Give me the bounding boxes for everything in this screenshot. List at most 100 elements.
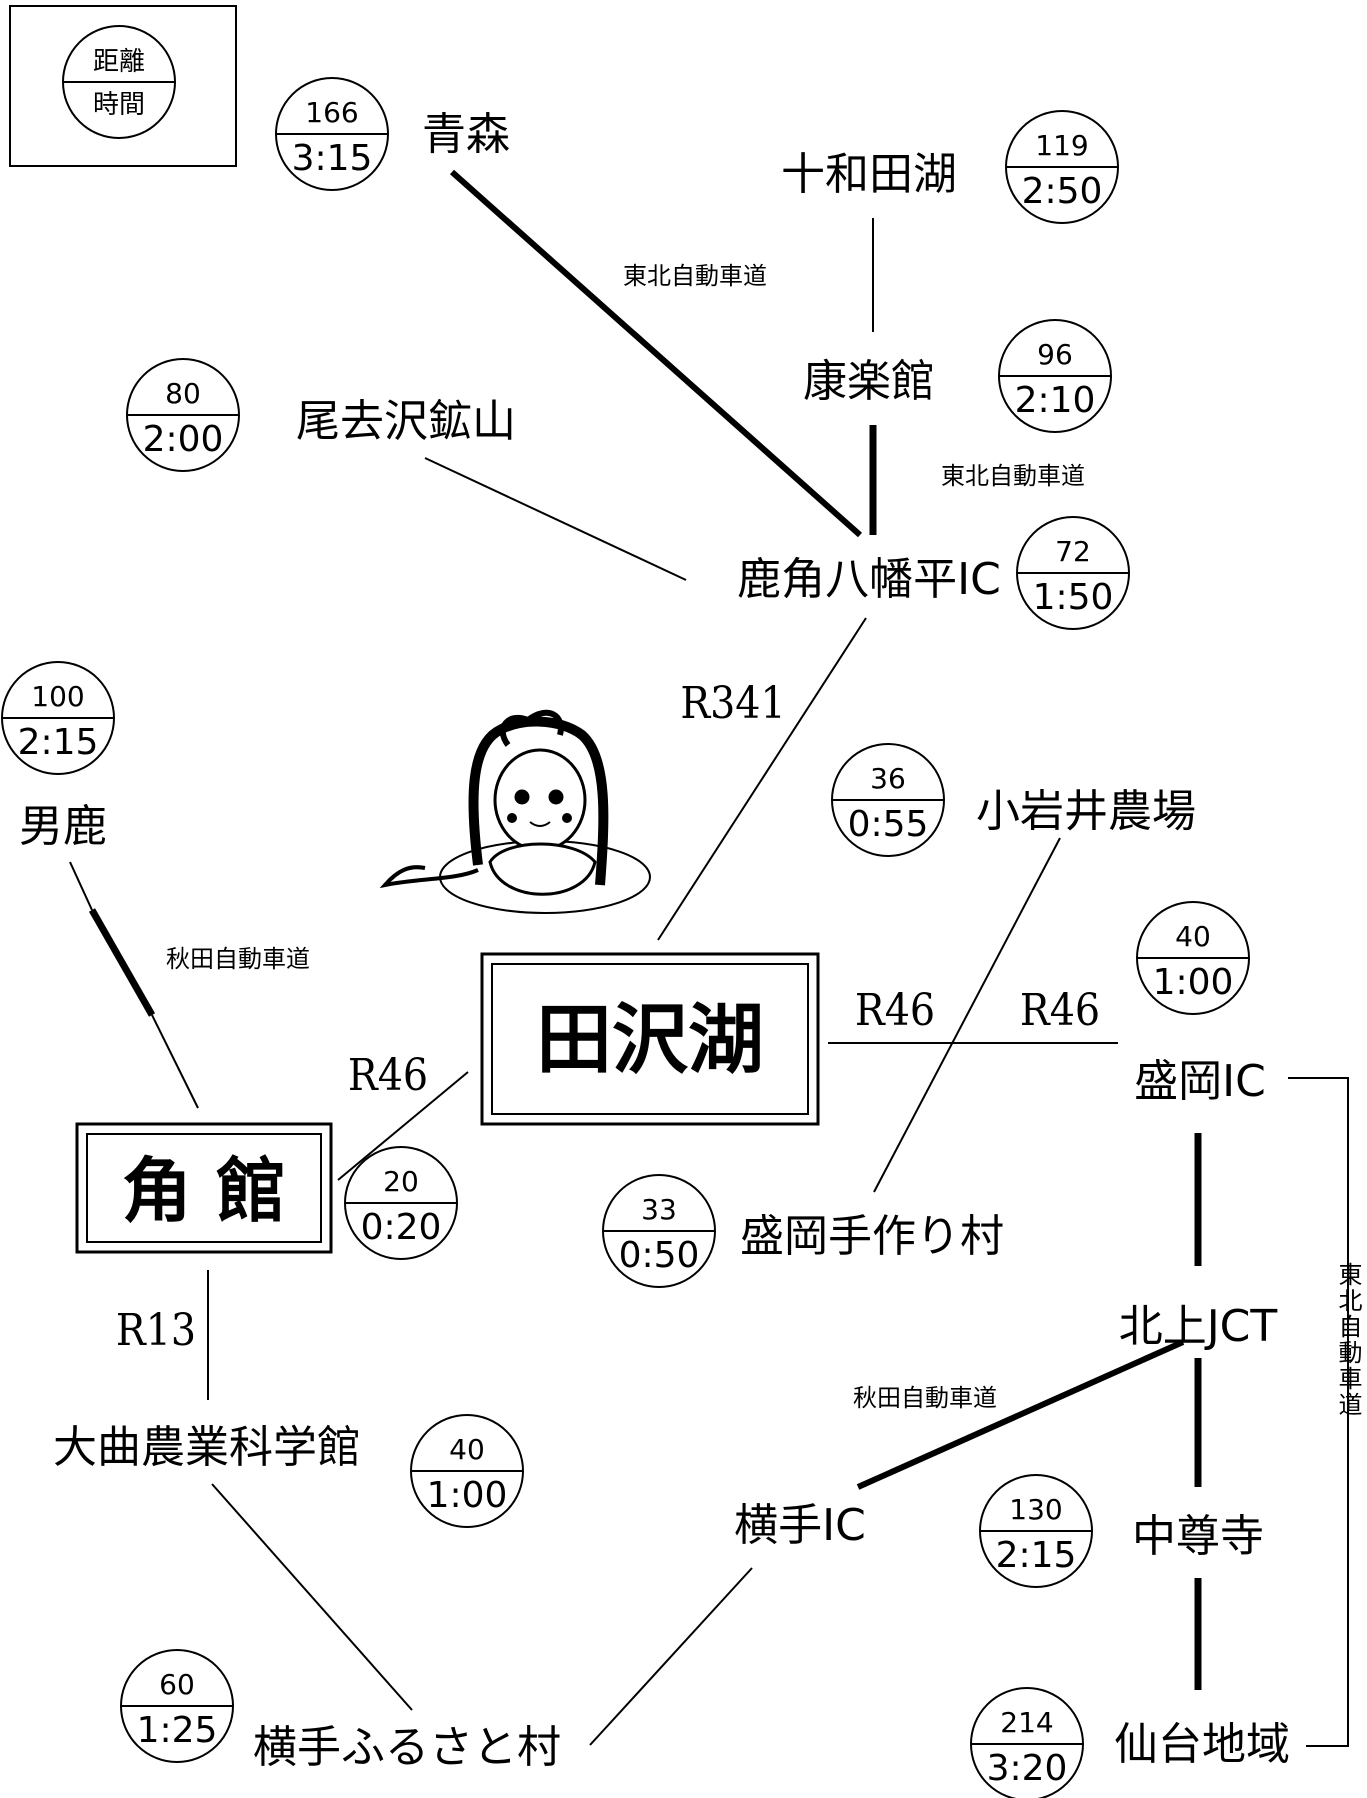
place-chusonji: 中尊寺 xyxy=(1132,1511,1264,1562)
badge-distance: 72 xyxy=(1055,535,1091,568)
badge-distance: 166 xyxy=(305,96,358,129)
badge-omagari: 401:00 xyxy=(410,1414,524,1528)
place-yokote-furusato: 横手ふるさと村 xyxy=(253,1722,561,1773)
tatsuko-mascot-illustration xyxy=(379,709,651,914)
badge-time: 0:55 xyxy=(848,804,929,845)
badge-sendai: 214 3:20 xyxy=(970,1687,1084,1798)
badge-osarizawa: 80 2:00 xyxy=(126,358,240,472)
badge-kourakukan: 96 2:10 xyxy=(998,319,1112,433)
badge-aomori: 166 3:15 xyxy=(275,77,389,191)
road-tohoku-expressway-bracket xyxy=(1288,1077,1349,1747)
badge-distance: 80 xyxy=(165,377,201,410)
place-oga: 男鹿 xyxy=(19,801,107,852)
hub-kakunodate: 角 館 xyxy=(75,1122,333,1254)
badge-time: 1:25 xyxy=(137,1710,218,1751)
hub-kakunodate-title: 角 館 xyxy=(122,1150,286,1232)
badge-distance: 60 xyxy=(159,1668,195,1701)
mascot-hair-top xyxy=(499,709,564,747)
road-labels: 東北自動車道 東北自動車道 秋田自動車道 秋田自動車道 東北自動車道 R341 … xyxy=(116,262,1362,1418)
badge-time: 0:50 xyxy=(619,1235,700,1276)
place-kazuno-ic: 鹿角八幡平IC xyxy=(737,554,1001,605)
badge-distance: 119 xyxy=(1035,129,1088,162)
hub-tazawako-title: 田沢湖 xyxy=(536,995,764,1084)
place-morioka-ic: 盛岡IC xyxy=(1134,1056,1266,1107)
hub-tazawako-inner-frame xyxy=(491,963,809,1115)
badge-time: 2:50 xyxy=(1022,171,1103,212)
legend: 距離 時間 xyxy=(9,5,237,167)
road-r341 xyxy=(657,617,867,941)
road-label-akita-yokote: 秋田自動車道 xyxy=(853,1384,997,1412)
badge-chusonji: 130 2:15 xyxy=(979,1474,1093,1588)
mascot-cheek-right xyxy=(562,813,572,823)
hub-kakunodate-inner-frame xyxy=(86,1133,322,1243)
badge-distance: 130 xyxy=(1009,1493,1062,1526)
mascot-eye-right xyxy=(548,789,564,805)
road-r46-west xyxy=(337,1071,469,1181)
badge-distance: 214 xyxy=(1000,1706,1053,1739)
road-label-r13: R13 xyxy=(116,1305,196,1356)
badge-yokote-furusato: 60 1:25 xyxy=(120,1649,234,1763)
road-label-r46-west: R46 xyxy=(348,1050,428,1101)
road-oga-lower xyxy=(151,1014,199,1109)
badge-morioka-ic: 401:00 xyxy=(1136,901,1250,1015)
road-label-tohoku-north: 東北自動車道 xyxy=(623,262,767,290)
mascot-cheek-left xyxy=(507,813,517,823)
mascot-body xyxy=(488,842,597,896)
expressway-kitakami-yokote xyxy=(856,1339,1185,1490)
legend-frame xyxy=(9,5,237,167)
road-yokote-furusato xyxy=(589,1567,753,1746)
place-osarizawa: 尾去沢鉱山 xyxy=(296,396,516,447)
mascot-eye-left xyxy=(514,789,530,805)
badge-time: 1:50 xyxy=(1033,577,1114,618)
expressway-oga-segment xyxy=(88,908,156,1017)
place-aomori: 青森 xyxy=(422,109,510,160)
place-sendai: 仙台地域 xyxy=(1114,1719,1290,1770)
place-towadako: 十和田湖 xyxy=(781,149,957,200)
road-label-tohoku-kazuno: 東北自動車道 xyxy=(941,462,1085,490)
road-oga-upper xyxy=(69,861,93,911)
badge-morioka-tezukuri: 33 0:50 xyxy=(602,1174,716,1288)
badge-towadako: 119 2:50 xyxy=(1005,110,1119,224)
badge-time: 3:20 xyxy=(987,1748,1068,1789)
place-omagari: 大曲農業科学館 xyxy=(53,1422,361,1473)
hub-tazawako-outer-frame xyxy=(480,952,820,1126)
badge-time: 2:10 xyxy=(1015,380,1096,421)
road-label-akita-oga: 秋田自動車道 xyxy=(166,945,310,973)
road-osarizawa-kazuno xyxy=(424,457,687,581)
badge-time: 2:00 xyxy=(143,419,224,460)
place-kitakami-jct: 北上JCT xyxy=(1119,1301,1278,1352)
place-names: 青森 十和田湖 康楽館 尾去沢鉱山 鹿角八幡平IC 男鹿 小岩井農場 盛岡IC … xyxy=(19,109,1290,1773)
badge-distance: 20 xyxy=(383,1165,419,1198)
badge-kazuno-ic: 72 1:50 xyxy=(1016,516,1130,630)
badge-time: 0:20 xyxy=(361,1207,442,1248)
badge-time: 3:15 xyxy=(292,138,373,179)
place-koiwai: 小岩井農場 xyxy=(976,786,1196,837)
road-label-tohoku-vertical: 東北自動車道 xyxy=(1334,1262,1362,1418)
place-kourakukan: 康楽館 xyxy=(803,356,935,407)
badge-time: 2:15 xyxy=(996,1535,1077,1576)
mascot-tail xyxy=(379,865,479,889)
badge-distance: 36 xyxy=(870,762,906,795)
road-koiwai-tezukuri xyxy=(873,837,1061,1193)
badge-kakunodate: 20 0:20 xyxy=(344,1146,458,1260)
mascot-mouth xyxy=(529,821,551,827)
badge-distance: 100 xyxy=(31,680,84,713)
badge-oga: 100 2:15 xyxy=(1,661,115,775)
badge-time: 2:15 xyxy=(18,722,99,763)
place-yokote-ic: 横手IC xyxy=(734,1500,866,1551)
mascot-face xyxy=(493,748,587,852)
badge-time: 1:00 xyxy=(427,1475,508,1516)
badge-koiwai: 36 0:55 xyxy=(831,743,945,857)
road-label-r46-east-1: R46 xyxy=(855,985,935,1036)
road-lines xyxy=(69,169,1349,1747)
expressway-aomori-kazuno xyxy=(450,169,862,538)
hub-kakunodate-outer-frame xyxy=(75,1122,333,1254)
legend-distance-label: 距離 xyxy=(93,47,145,77)
road-label-r46-east-2: R46 xyxy=(1020,985,1100,1036)
legend-time-label: 時間 xyxy=(93,90,145,120)
badge-distance: 33 xyxy=(641,1193,677,1226)
badge-time: 1:00 xyxy=(1153,962,1234,1003)
place-morioka-tezukuri: 盛岡手作り村 xyxy=(740,1211,1004,1262)
badge-distance: 96 xyxy=(1037,338,1073,371)
